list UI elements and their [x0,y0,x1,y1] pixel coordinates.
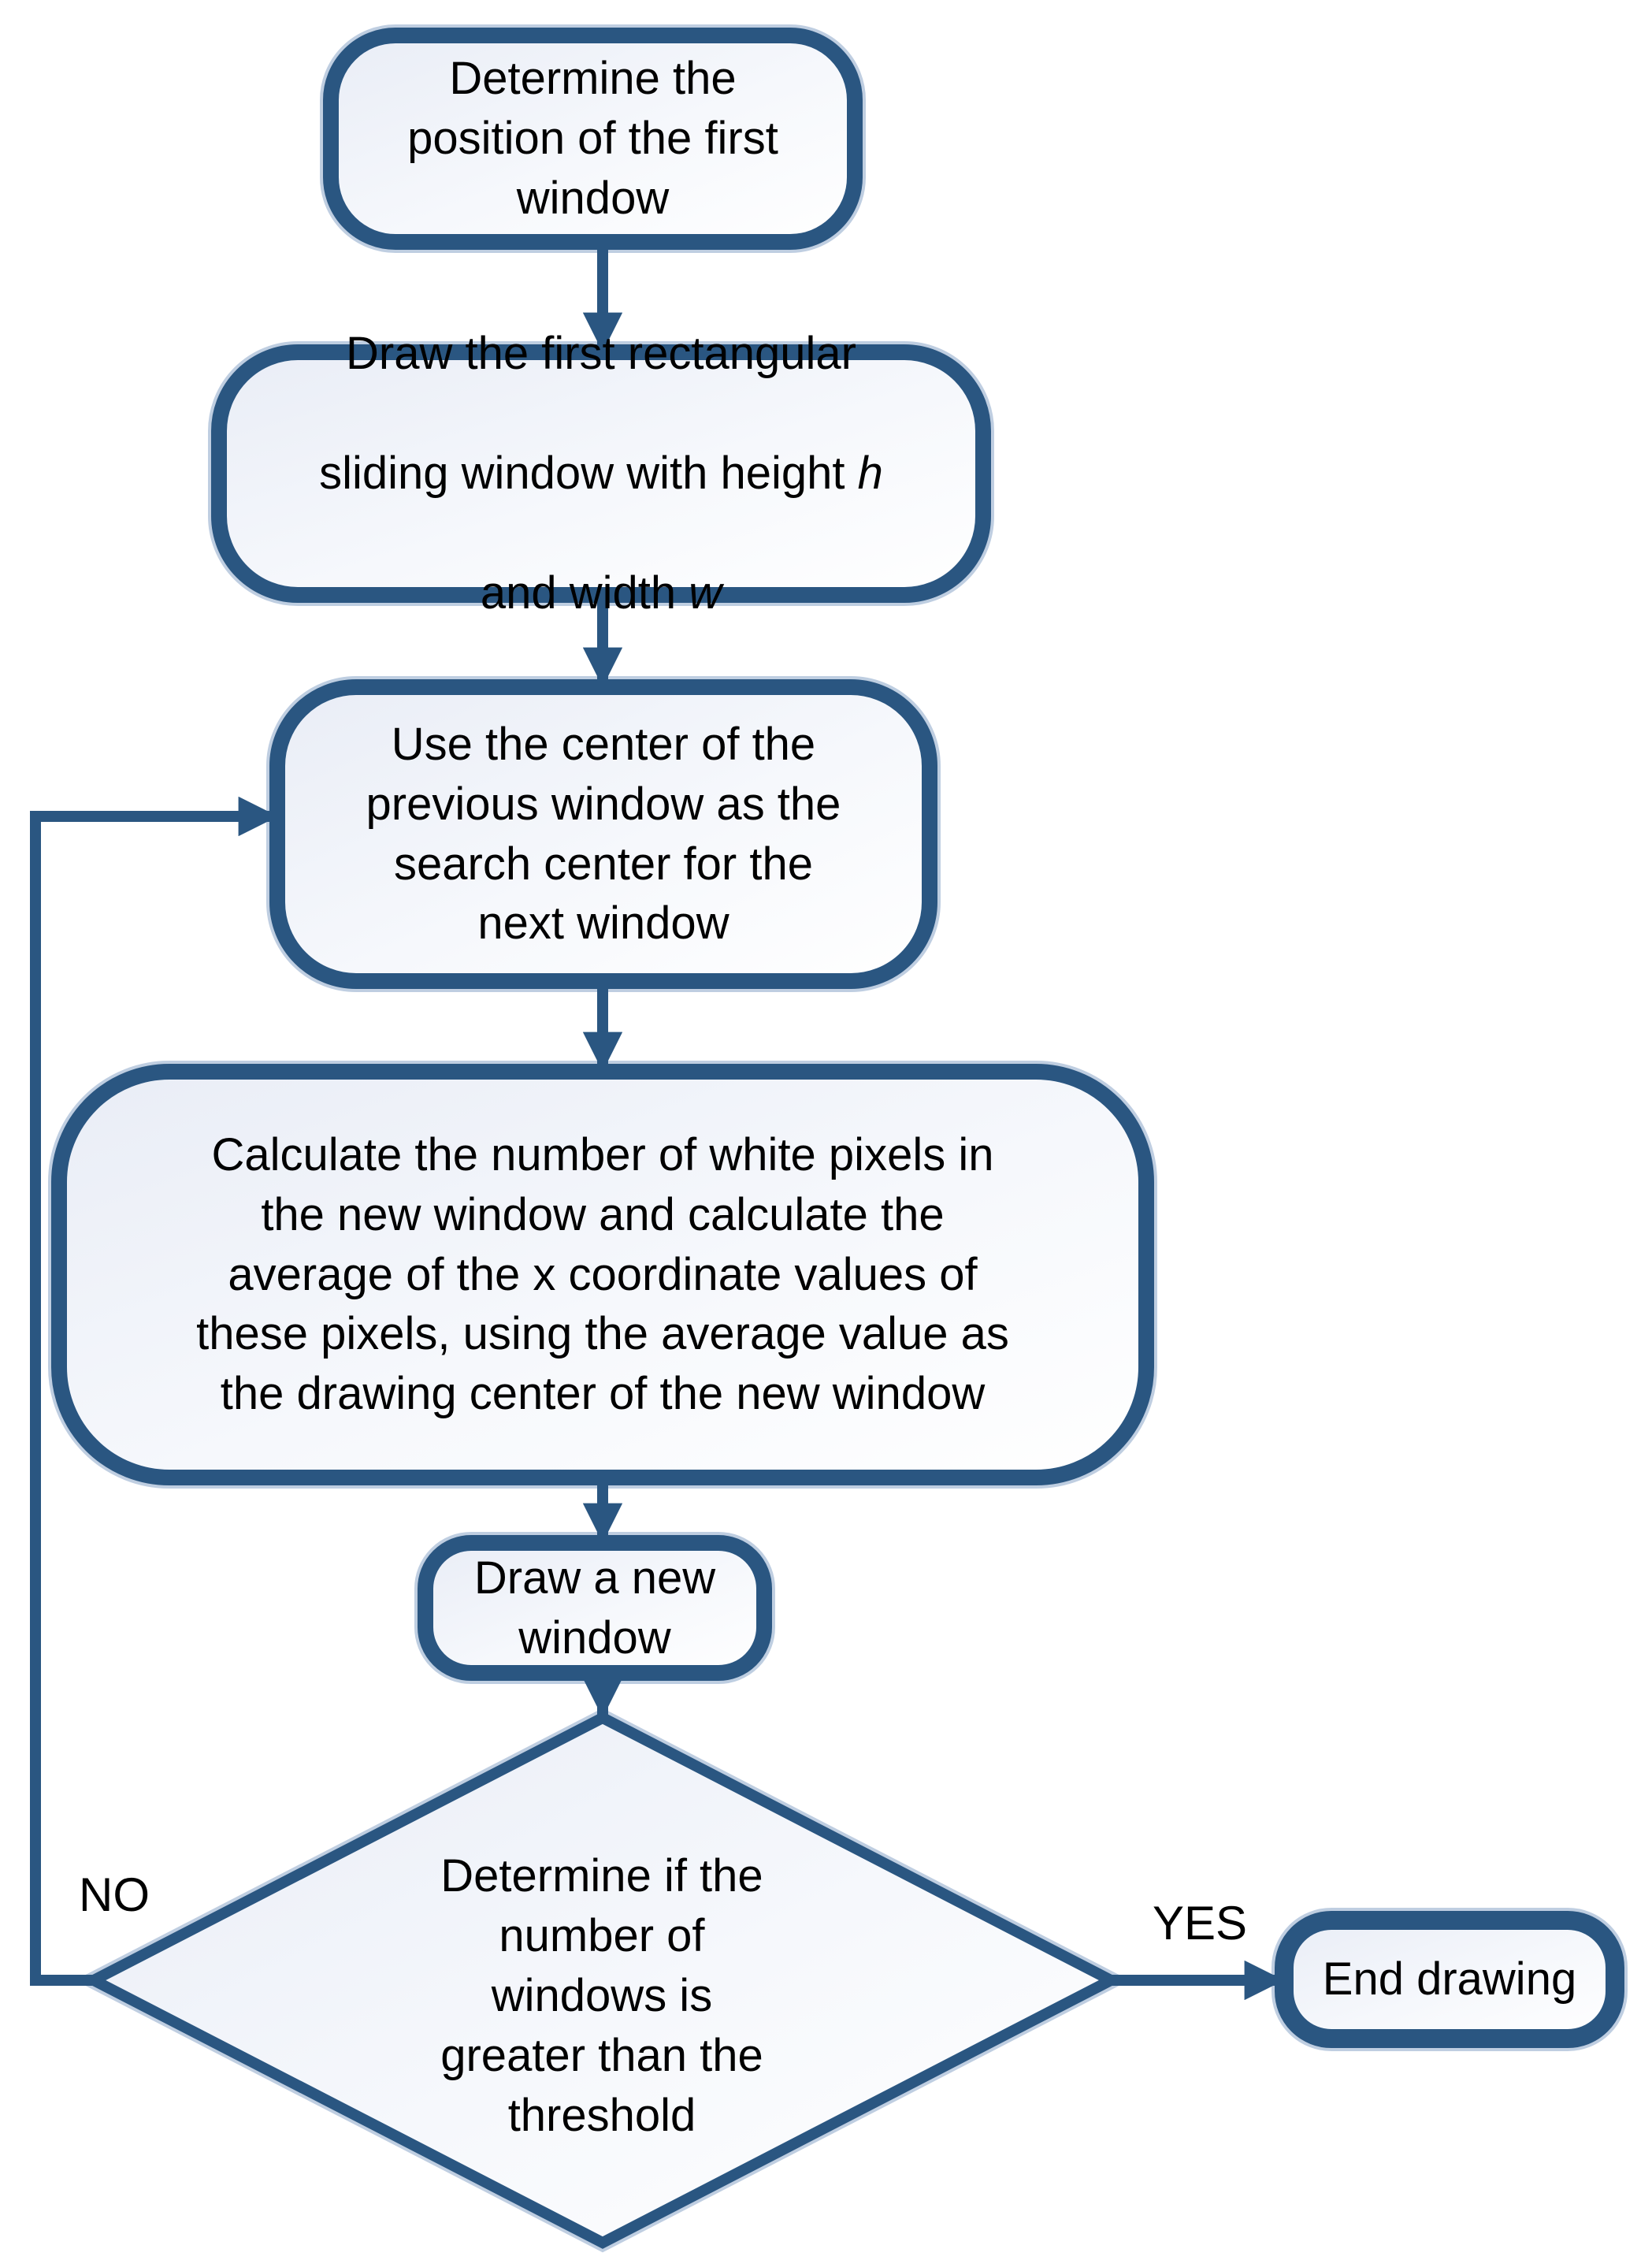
edges [30,243,1284,2001]
node-step2-line1: Draw the first rectangular [346,328,856,380]
node-step2-label: Draw the first rectangular sliding windo… [219,328,983,619]
node-step1-label: Determine the position of the first wind… [407,53,778,224]
node-step5-label: Draw a new window [473,1552,716,1663]
node-step2-line3: and width w [480,567,722,619]
edge-decision-step3-no-loop [30,796,278,1986]
variable-h: h [857,448,883,500]
node-step2-line2: sliding window with height h [319,448,883,500]
node-step4-label: Calculate the number of white pixels in … [196,1128,1009,1420]
node-end-label: End drawing [1322,1953,1577,2005]
edge-label-yes: YES [1152,1896,1248,1950]
variable-w: w [689,567,722,619]
node-decision-label: Determine if the number of windows is gr… [440,1850,763,2141]
edge-label-no: NO [79,1868,150,1921]
node-step3-label: Use the center of the previous window as… [366,718,841,950]
